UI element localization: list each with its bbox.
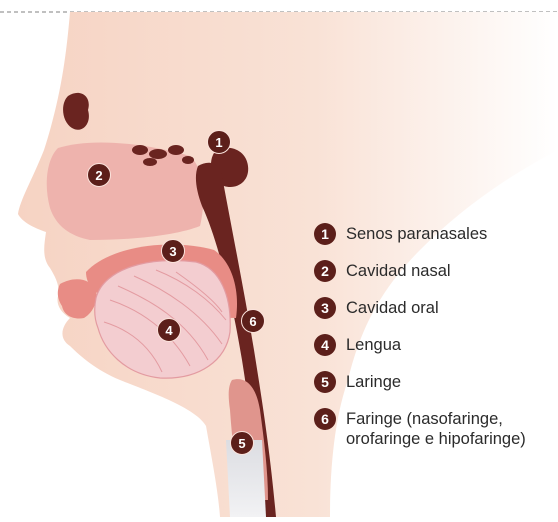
nasal-cavity-shape xyxy=(47,142,204,240)
legend-label: Faringe (nasofaringe, orofaringe e hipof… xyxy=(346,409,526,449)
legend-number: 4 xyxy=(314,334,336,356)
legend-item: 4 Lengua xyxy=(314,335,558,372)
legend-number: 6 xyxy=(314,408,336,430)
legend-label: Cavidad oral xyxy=(346,298,439,318)
legend-item: 2 Cavidad nasal xyxy=(314,261,558,298)
legend-number: 2 xyxy=(314,260,336,282)
legend-item: 1 Senos paranasales xyxy=(314,224,558,261)
legend-label: Cavidad nasal xyxy=(346,261,451,281)
marker-6: 6 xyxy=(241,309,265,333)
marker-2: 2 xyxy=(87,163,111,187)
marker-1: 1 xyxy=(207,130,231,154)
legend-item: 5 Laringe xyxy=(314,372,558,409)
legend-number: 3 xyxy=(314,297,336,319)
legend-item: 3 Cavidad oral xyxy=(314,298,558,335)
marker-3: 3 xyxy=(161,239,185,263)
legend-label: Senos paranasales xyxy=(346,224,487,244)
legend-label: Laringe xyxy=(346,372,401,392)
legend-number: 1 xyxy=(314,223,336,245)
marker-5: 5 xyxy=(230,431,254,455)
legend: 1 Senos paranasales 2 Cavidad nasal 3 Ca… xyxy=(314,224,558,449)
legend-label: Lengua xyxy=(346,335,401,355)
legend-item: 6 Faringe (nasofaringe, orofaringe e hip… xyxy=(314,409,558,449)
legend-number: 5 xyxy=(314,371,336,393)
marker-4: 4 xyxy=(157,318,181,342)
